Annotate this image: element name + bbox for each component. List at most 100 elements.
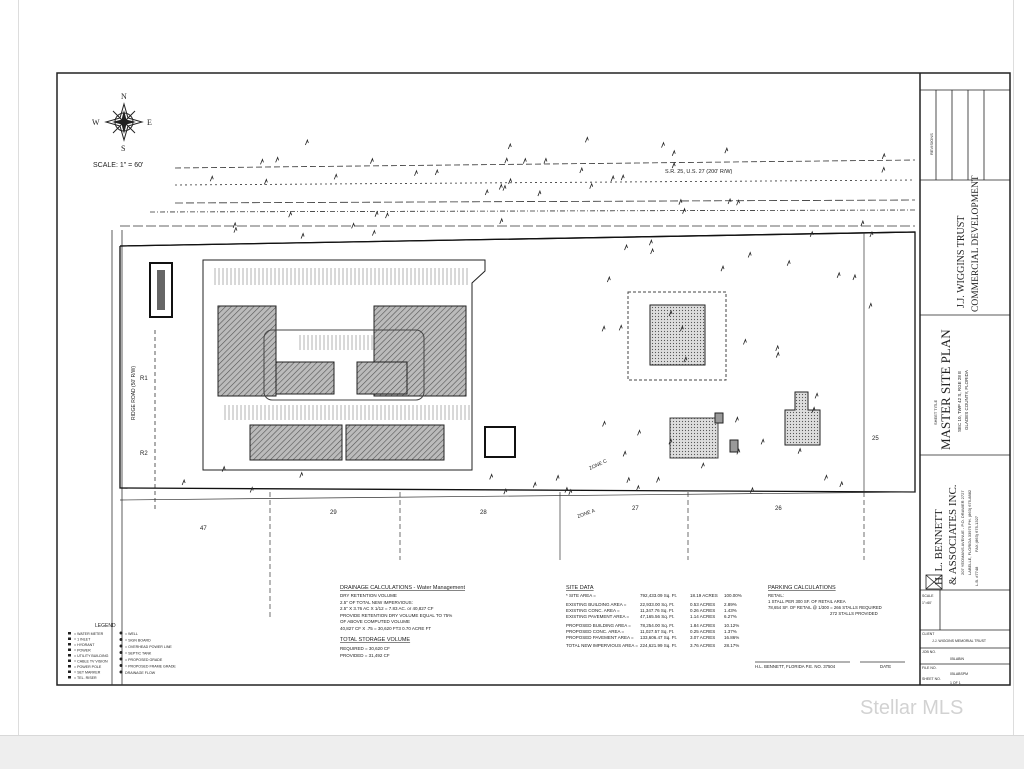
legend-item: = 1 INLET <box>74 638 91 642</box>
site-data-label: EXISTING BUILDING AREA = <box>566 602 627 607</box>
site-data-label: EXISTING PAVEMENT AREA = <box>566 614 630 619</box>
firm-fax: FAX (863) 675-1327 <box>974 515 979 552</box>
site-data-row: * SITE AREA =792,433.09 Sq. Ft.18.19 ACR… <box>566 593 742 598</box>
tree-symbol <box>622 450 627 457</box>
legend-item: = PROPOSED GRADE <box>125 658 163 662</box>
tree-symbol <box>568 488 573 495</box>
compass-s: S <box>121 144 125 153</box>
tree-symbol <box>682 207 686 214</box>
existing-slab <box>669 417 719 459</box>
tree-symbol <box>305 138 309 146</box>
client-value: J.J. WIGGINS MEMORIAL TRUST <box>932 639 987 643</box>
legend-symbol-icon <box>119 664 123 667</box>
tree-symbol <box>564 486 569 493</box>
tree-symbol <box>626 476 631 483</box>
tree-symbol <box>233 226 238 233</box>
tree-symbol <box>852 273 857 281</box>
legend-symbol-icon <box>68 643 71 646</box>
site-data-sqft: 133,606.47 Sq. Ft. <box>640 635 677 640</box>
tree-symbol <box>786 259 791 266</box>
legend-item: = WATER METER <box>74 632 104 636</box>
date-label: DATE <box>880 664 891 669</box>
tree-symbol <box>498 183 503 190</box>
tree-symbol <box>299 471 304 478</box>
site-data-label: * SITE AREA = <box>566 593 596 598</box>
tree-symbol <box>671 161 676 169</box>
legend-item: = HYDRANT <box>74 643 95 647</box>
tree-symbol <box>649 239 653 246</box>
parking-line: 78,654 SF. OF RETAIL @ 1/300 = 266 STALL… <box>768 605 882 610</box>
legend-symbol-icon <box>119 644 123 648</box>
legend-title: LEGEND <box>95 623 116 629</box>
compass-n: N <box>121 92 127 101</box>
client-label: CLIENT <box>922 632 935 636</box>
tree-symbol <box>678 198 683 205</box>
tree-symbol <box>683 356 688 363</box>
tree-symbol <box>499 217 504 224</box>
viewer-bottom-bar <box>0 735 1024 769</box>
tree-symbol <box>484 188 489 196</box>
tree-symbol <box>249 486 254 493</box>
zone-a-label: ZONE A <box>577 508 597 520</box>
site-data-pct: 1.43% <box>724 608 737 613</box>
building-retail-d <box>356 361 408 395</box>
storage-title: TOTAL STORAGE VOLUME <box>340 637 410 643</box>
parking-title: PARKING CALCULATIONS <box>768 585 836 591</box>
drainage-line: 2.5" X 3.76 AC X 1/12 = 7.83 AC. or 40,8… <box>340 606 434 611</box>
tree-symbol <box>522 157 527 164</box>
tree-symbol <box>601 325 606 332</box>
site-data-pct: 2.89% <box>724 602 737 607</box>
tree-symbol <box>209 175 214 182</box>
building-retail-e <box>249 424 343 461</box>
tree-symbol <box>868 302 873 309</box>
tree-symbol <box>620 174 625 181</box>
tree-symbol <box>537 189 542 197</box>
building-retail-a <box>217 305 277 397</box>
legend-item: = SIGN BOARD <box>125 639 151 643</box>
scale-note: SCALE: 1" = 60' <box>93 162 143 169</box>
tree-symbol <box>555 474 560 481</box>
tree-symbol <box>797 447 802 454</box>
tree-symbol <box>263 178 268 185</box>
storage-provided: PROVIDED = 31,492 CF <box>340 653 390 658</box>
tree-symbol <box>720 265 725 272</box>
project-name: COMMERCIAL DEVELOPMENT <box>971 175 981 312</box>
site-data-row: EXISTING CONC. AREA =11,347.76 Sq. Ft.0.… <box>566 608 737 613</box>
tree-symbol <box>260 158 264 165</box>
tree-symbol <box>385 211 389 219</box>
tree-symbol <box>836 271 841 278</box>
tree-symbol <box>839 480 844 488</box>
sheet-no-value: 1 OF 1 <box>950 681 961 685</box>
tree-symbol <box>507 142 512 150</box>
site-data-row: PROPOSED BUILDING AREA =78,254.00 Sq. Ft… <box>566 623 739 628</box>
tree-symbol <box>668 438 673 445</box>
site-data-acres: 0.53 ACRES <box>690 602 715 607</box>
mls-watermark: Stellar MLS <box>860 697 964 719</box>
tree-symbol <box>489 473 494 480</box>
site-data-label: PROPOSED BUILDING AREA = <box>566 623 631 628</box>
tree-symbol <box>637 429 641 436</box>
lot-r2: R2 <box>140 451 148 457</box>
tree-symbol <box>680 325 684 332</box>
sheet-no-label: SHEET NO. <box>922 677 941 681</box>
tree-symbol <box>584 136 589 143</box>
legend-symbol-icon <box>68 637 71 640</box>
site-data-title: SITE DATA <box>566 585 594 591</box>
legend-item: = UTILITY BUILDING <box>74 654 109 658</box>
tree-symbol <box>824 474 828 481</box>
tree-symbol <box>532 481 537 488</box>
site-data-row: EXISTING PAVEMENT AREA =47,165.56 Sq. Ft… <box>566 614 737 619</box>
site-data-sqft: 11,347.76 Sq. Ft. <box>640 608 674 613</box>
legend-item: = CABLE TV VISION <box>74 660 108 664</box>
tree-symbol <box>743 338 747 345</box>
building-retail-c <box>275 361 335 395</box>
site-data-table: SITE DATA * SITE AREA =792,433.09 Sq. Ft… <box>566 585 742 648</box>
legend-symbol-icon <box>119 638 123 641</box>
tree-symbol <box>809 230 814 237</box>
tree-symbol <box>333 173 338 180</box>
tree-symbols <box>181 136 886 495</box>
tree-symbol <box>700 462 705 469</box>
site-data-acres: 0.26 ACRES <box>690 608 715 613</box>
drainage-line: 2.5" OF TOTAL NEW IMPERVIOUS: <box>340 600 413 605</box>
